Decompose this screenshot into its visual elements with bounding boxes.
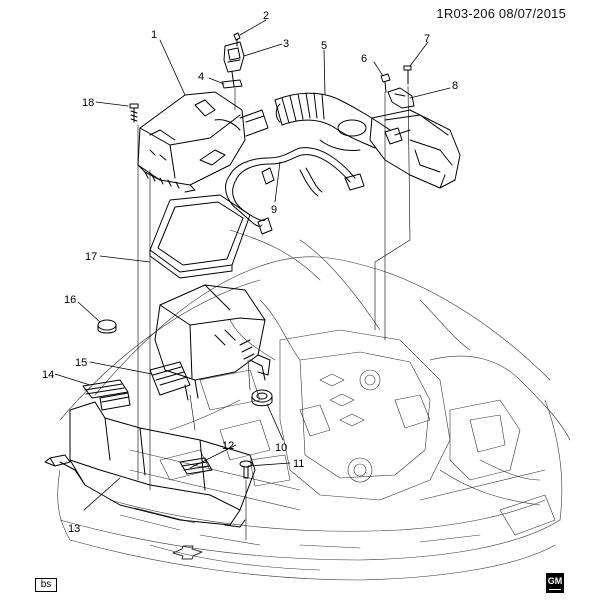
callout-leader-lines — [54, 19, 451, 511]
part-1-air-cleaner-housing-upper — [137, 91, 269, 193]
part-16-grommet — [97, 319, 117, 334]
part-11-push-pin — [239, 460, 253, 479]
gm-logo: GM — [546, 573, 564, 593]
alignment-lines — [137, 85, 411, 541]
part-15-air-cleaner-housing-lower — [149, 284, 271, 401]
callout-2: 2 — [263, 10, 269, 22]
part-4-clip — [221, 79, 243, 89]
document-id: 1R03-206 08/07/2015 — [436, 6, 566, 21]
part-8-bracket — [387, 87, 415, 109]
part-18-bolt — [129, 103, 139, 123]
part-8-air-outlet-duct — [369, 109, 461, 189]
part-3-mass-airflow-sensor — [223, 41, 245, 87]
part-7-bolt — [403, 65, 412, 85]
callout-7: 7 — [424, 33, 430, 45]
callout-18: 18 — [82, 97, 94, 109]
callout-numbers: 1 2 3 4 5 6 7 8 9 10 11 12 13 14 15 16 1… — [42, 10, 458, 535]
callout-4: 4 — [198, 71, 204, 83]
part-10-bushing — [251, 389, 273, 407]
part-12-seal — [179, 457, 213, 475]
callout-1: 1 — [151, 29, 157, 41]
callout-8: 8 — [452, 80, 458, 92]
callout-5: 5 — [321, 40, 327, 52]
callout-17: 17 — [85, 251, 97, 263]
part-9-vent-hose — [225, 147, 365, 235]
part-6-bolt — [380, 73, 391, 93]
engine-bay-background — [57, 229, 571, 581]
artist-code-box: bs — [35, 578, 57, 592]
callout-15: 15 — [75, 357, 87, 369]
callout-13: 13 — [68, 523, 80, 535]
part-2-screw — [233, 32, 241, 47]
callout-3: 3 — [283, 38, 289, 50]
callout-12: 12 — [222, 440, 234, 452]
part-5-intake-hose — [274, 92, 391, 151]
callout-11: 11 — [293, 458, 304, 470]
part-14-duct-seal — [82, 379, 131, 411]
callout-9: 9 — [271, 204, 277, 216]
callout-16: 16 — [64, 294, 76, 306]
callout-10: 10 — [275, 442, 287, 454]
callout-6: 6 — [361, 53, 367, 65]
callout-14: 14 — [42, 369, 54, 381]
